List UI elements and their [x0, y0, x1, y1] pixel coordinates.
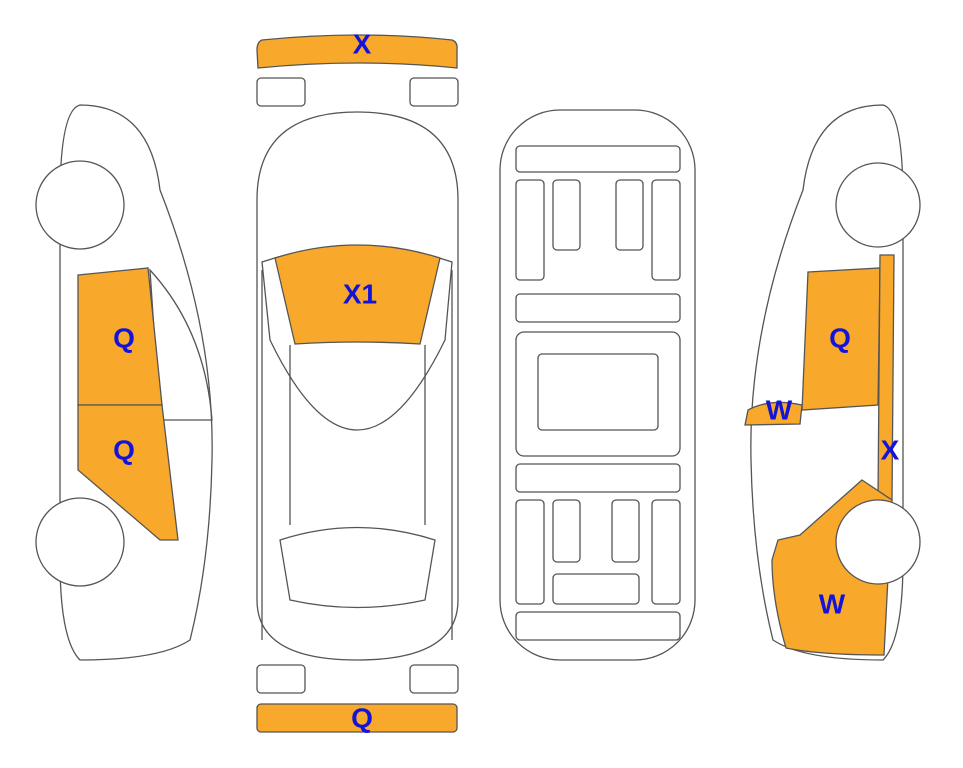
- windshield-label: X1: [343, 278, 377, 309]
- right-mirror-area-zone[interactable]: [744, 401, 803, 426]
- front-bumper-label: X: [353, 28, 372, 59]
- front-light-left: [256, 77, 306, 107]
- right-front-door-zone[interactable]: [801, 267, 881, 411]
- right-front-door-label: Q: [829, 322, 851, 353]
- right-pillar-label: X: [881, 434, 900, 465]
- left-rear-door-label: Q: [113, 434, 135, 465]
- left-rear-wheel: [35, 497, 125, 587]
- rear-bumper-label: Q: [351, 702, 373, 733]
- rear-light-right: [409, 664, 459, 694]
- left-front-door-label: Q: [113, 322, 135, 353]
- left-front-wheel: [35, 160, 125, 250]
- rear-light-left: [256, 664, 306, 694]
- rear-bumper-zone[interactable]: [256, 703, 458, 733]
- car-top-view: [256, 111, 459, 661]
- front-light-right: [409, 77, 459, 107]
- front-bumper-zone[interactable]: [256, 34, 458, 69]
- left-rear-door-zone[interactable]: [77, 404, 179, 541]
- right-rear-quarter-label: W: [819, 588, 846, 619]
- right-mirror-area-label: W: [766, 394, 793, 425]
- right-front-wheel: [835, 162, 921, 248]
- car-underbody-view: [499, 109, 696, 661]
- windshield-zone[interactable]: [274, 244, 441, 345]
- right-rear-wheel: [835, 499, 921, 585]
